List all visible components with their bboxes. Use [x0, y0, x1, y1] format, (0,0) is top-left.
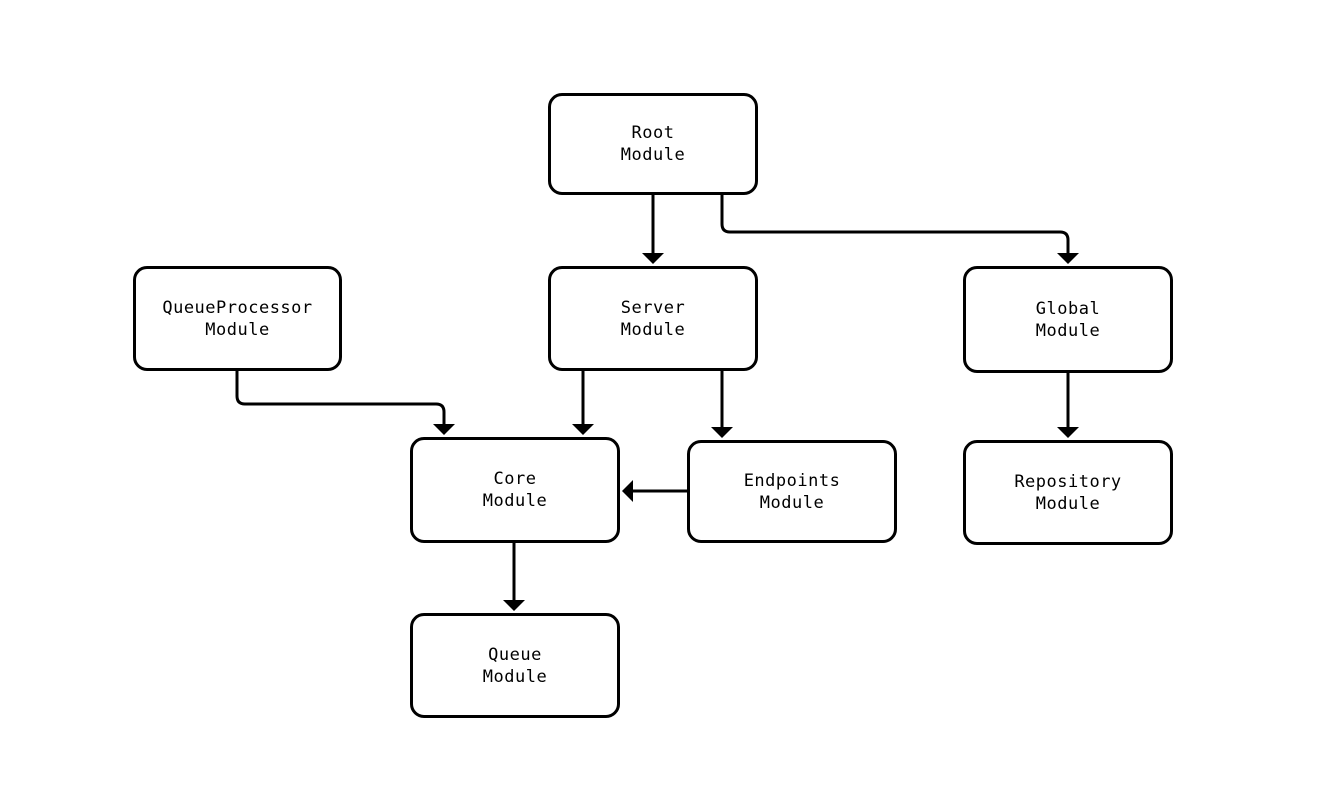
arrowhead-server-endpoints: [711, 427, 733, 438]
arrowhead-core-queue: [503, 600, 525, 611]
edge-root-global: [720, 195, 1070, 258]
node-repository[interactable]: Repository Module: [963, 440, 1173, 545]
node-core[interactable]: Core Module: [410, 437, 620, 543]
node-global[interactable]: Global Module: [963, 266, 1173, 373]
arrowhead-server-core: [572, 424, 594, 435]
arrowhead-global-repository: [1057, 427, 1079, 438]
node-queueprocessor[interactable]: QueueProcessor Module: [133, 266, 342, 371]
node-endpoints[interactable]: Endpoints Module: [687, 440, 897, 543]
node-queue-label: Queue Module: [482, 644, 548, 687]
node-queue[interactable]: Queue Module: [410, 613, 620, 718]
edge-queueprocessor-core: [235, 371, 446, 429]
arrowhead-endpoints-core: [622, 480, 633, 502]
node-queueprocessor-label: QueueProcessor Module: [162, 297, 313, 340]
arrowhead-root-server: [642, 253, 664, 264]
node-root[interactable]: Root Module: [548, 93, 758, 195]
node-repository-label: Repository Module: [1014, 471, 1122, 514]
node-core-label: Core Module: [482, 469, 548, 511]
arrowhead-root-global: [1057, 253, 1079, 264]
node-server[interactable]: Server Module: [548, 266, 758, 371]
node-root-label: Root Module: [620, 123, 686, 165]
arrowhead-queueprocessor-core: [433, 424, 455, 435]
node-endpoints-label: Endpoints Module: [743, 470, 841, 513]
node-global-label: Global Module: [1035, 298, 1101, 341]
node-server-label: Server Module: [620, 297, 686, 340]
